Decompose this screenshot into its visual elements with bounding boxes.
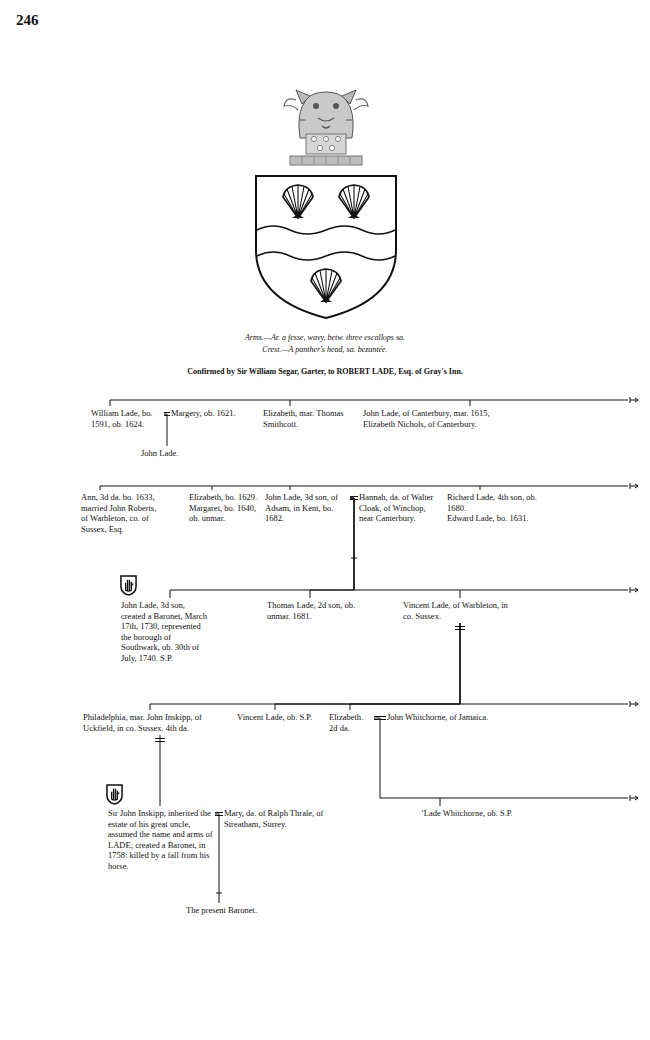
sibling-tick <box>100 486 101 490</box>
person-text: Sir John Inskipp, inherited the estate o… <box>108 808 214 871</box>
marriage-line-second <box>374 719 386 720</box>
person-text: Margaret, bo. 1640, ob. unmar. <box>189 503 259 524</box>
continuation-mark <box>630 795 638 801</box>
descent-line <box>170 498 354 598</box>
person-text: John Lade, 3d son, of Adsam, in Kent, bo… <box>265 492 349 524</box>
pedigree-bars <box>100 397 638 893</box>
continuation-mark <box>630 483 638 489</box>
person-text: Philadelphia, mar. John Inskipp, of Uckf… <box>83 712 231 733</box>
person-entry: Vincent Lade, ob. S.P. <box>236 710 322 725</box>
sibling-bar <box>440 798 628 799</box>
descent-line <box>160 735 161 806</box>
person-entry: William Lade, bo. 1591, ob. 1624. <box>90 406 164 431</box>
descent-line <box>310 498 354 598</box>
page-number: 246 <box>16 12 39 29</box>
person-text: Edward Lade, bo. 1631. <box>447 513 555 524</box>
person-entry: John Lade. <box>140 446 190 461</box>
sibling-tick <box>212 486 213 490</box>
shield <box>256 176 396 318</box>
descent-line <box>350 623 460 710</box>
continuation-mark <box>630 397 638 403</box>
person-text: John Lade, 3d son, created a Baronet, Ma… <box>121 600 207 663</box>
marriage-line <box>374 716 386 717</box>
person-entry: Mary, da. of Ralph Thrale, of Streatham,… <box>223 806 338 831</box>
sibling-bar <box>460 590 628 591</box>
person-text: John Whitchorne, of Jamaica. <box>387 712 495 723</box>
person-entry: The present Baronet. <box>185 903 295 918</box>
sibling-tick <box>110 400 111 406</box>
person-entry: Thomas Lade, 2d son, ob. unmar. 1681. <box>266 598 358 623</box>
person-entry: John Lade, 3d son, of Adsam, in Kent, bo… <box>264 490 350 526</box>
crest <box>284 90 368 165</box>
person-text: The present Baronet. <box>186 905 294 916</box>
descent-line <box>374 718 440 806</box>
person-entry: Elizabeth, bo. 1629.Margaret, bo. 1640, … <box>188 490 260 526</box>
person-entry: Elizabeth, mar. Thomas Smithcott. <box>262 406 354 431</box>
sibling-tick <box>290 486 291 490</box>
person-entry: Elizabeth. 2d da. <box>328 710 374 735</box>
person-text: Ann, 3d da. bo. 1633, married John Rober… <box>81 492 157 534</box>
descent-line <box>164 414 167 446</box>
person-entry: Philadelphia, mar. John Inskipp, of Uckf… <box>82 710 232 735</box>
baronet-badge <box>107 576 136 804</box>
person-entry: ’Lade Whitchorne, ob. S.P. <box>420 806 530 821</box>
sibling-tick <box>480 486 481 490</box>
person-text: Elizabeth, bo. 1629. <box>189 492 259 503</box>
person-text: John Lade, of Canterbury, mar. 1615, Eli… <box>363 408 516 429</box>
heraldry-note: Arms.—Ar. a fesse, wavy, betw. three esc… <box>0 333 650 342</box>
person-entry: Vincent Lade, of Warbleton, in co. Susse… <box>402 598 514 623</box>
sibling-bar <box>110 400 628 401</box>
sibling-tick <box>470 400 471 406</box>
person-text: Richard Lade, 4th son, ob. 1680. <box>447 492 555 513</box>
person-text: Vincent Lade, ob. S.P. <box>237 712 321 723</box>
marriage-line <box>350 496 358 497</box>
person-entry: John Whitchorne, of Jamaica. <box>386 710 496 725</box>
person-text: William Lade, bo. 1591, ob. 1624. <box>91 408 163 429</box>
person-text: Thomas Lade, 2d son, ob. unmar. 1681. <box>267 600 357 621</box>
person-text: Vincent Lade, of Warbleton, in co. Susse… <box>403 600 513 621</box>
continuation-mark <box>630 701 638 707</box>
marriage-line <box>215 812 223 813</box>
person-text: Mary, da. of Ralph Thrale, of Streatham,… <box>224 808 337 829</box>
sibling-bar <box>100 486 628 487</box>
person-text: Elizabeth. 2d da. <box>329 712 373 733</box>
marriage-line-second <box>350 499 358 500</box>
sibling-tick <box>290 400 291 406</box>
heraldry-note: Confirmed by Sir William Segar, Garter, … <box>0 367 650 376</box>
person-text: Elizabeth, mar. Thomas Smithcott. <box>263 408 353 429</box>
person-text: Margery, ob. 1621. <box>171 408 249 419</box>
person-entry: John Lade, of Canterbury, mar. 1615, Eli… <box>362 406 517 431</box>
marriage-line-second <box>164 415 170 416</box>
sibling-bar <box>460 704 628 705</box>
person-entry: John Lade, 3d son, created a Baronet, Ma… <box>120 598 208 665</box>
person-entry: Margery, ob. 1621. <box>170 406 250 421</box>
marriage-line-second <box>215 815 223 816</box>
marriage-line <box>164 412 170 413</box>
heraldry-note: Crest.—A panther's head, sa. bezantée. <box>0 345 650 354</box>
person-entry: Ann, 3d da. bo. 1633, married John Rober… <box>80 490 158 536</box>
continuation-mark <box>630 587 638 593</box>
person-entry: Sir John Inskipp, inherited the estate o… <box>107 806 215 873</box>
person-entry: Richard Lade, 4th son, ob. 1680.Edward L… <box>446 490 556 526</box>
descent-line <box>275 623 460 710</box>
person-entry: Hannah, da. of Walter Cloak, of Winchop,… <box>358 490 438 526</box>
person-text: Hannah, da. of Walter Cloak, of Winchop,… <box>359 492 437 524</box>
descent-line <box>150 623 460 710</box>
person-text: ’Lade Whitchorne, ob. S.P. <box>421 808 529 819</box>
person-text: John Lade. <box>141 448 189 459</box>
descent-line <box>215 814 219 903</box>
